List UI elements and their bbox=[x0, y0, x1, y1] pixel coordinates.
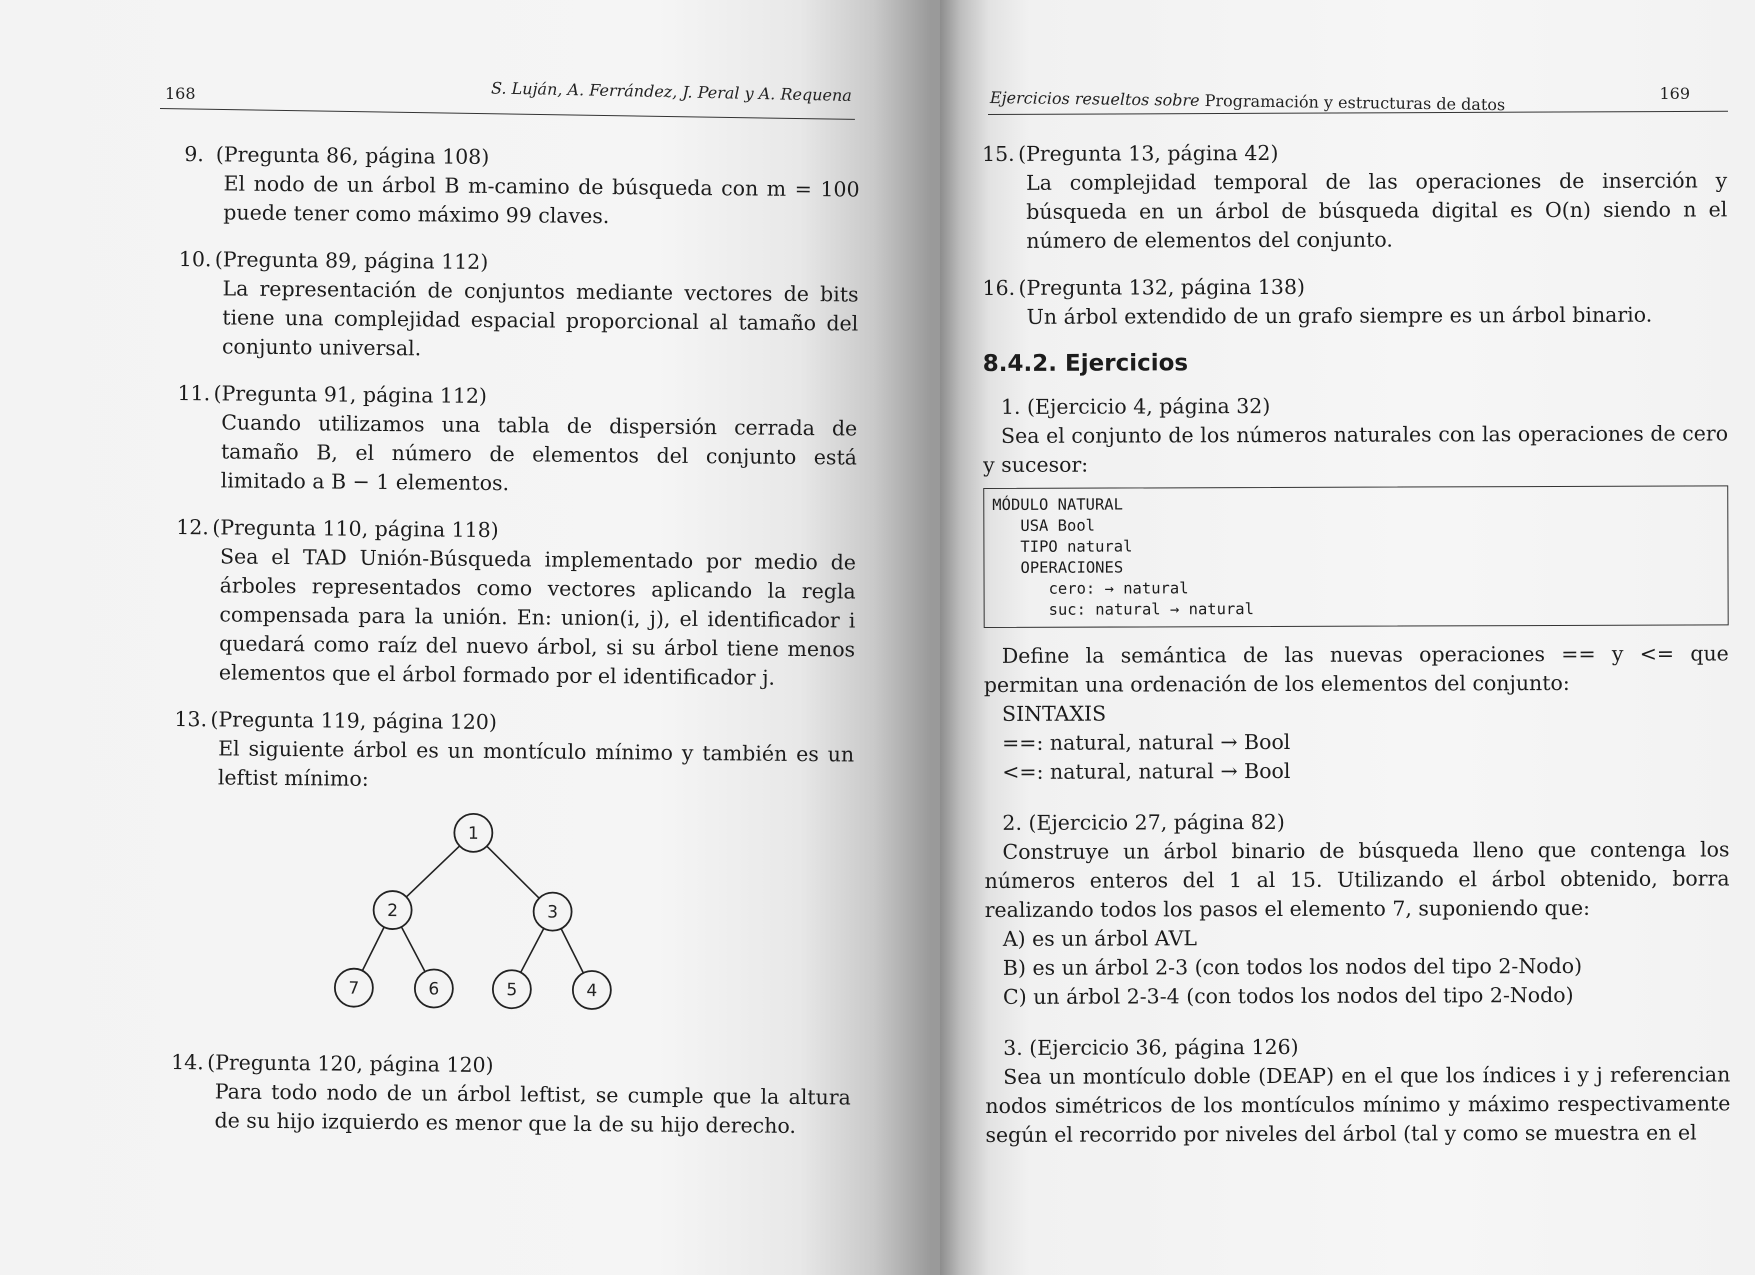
item-heading: (Pregunta 91, página 112) bbox=[213, 381, 488, 408]
item-heading: (Pregunta 110, página 118) bbox=[212, 515, 499, 543]
question-item: 16.(Pregunta 132, página 138) Un árbol e… bbox=[982, 271, 1727, 332]
syntax-title: SINTAXIS bbox=[1001, 701, 1107, 726]
tree-node-label: 6 bbox=[428, 979, 439, 999]
syntax-line: <=: natural, natural → Bool bbox=[1002, 758, 1291, 784]
tree-node-label: 1 bbox=[468, 824, 479, 844]
item-heading: (Pregunta 89, página 112) bbox=[214, 247, 489, 274]
tree-node-circle bbox=[453, 812, 494, 853]
left-content: 9. (Pregunta 86, página 108) El nodo de u… bbox=[170, 140, 860, 1159]
item-heading: (Pregunta 120, página 120) bbox=[207, 1050, 494, 1078]
tree-node-circle bbox=[491, 969, 532, 1010]
question-item: 14.(Pregunta 120, página 120) Para todo … bbox=[170, 1048, 851, 1142]
running-head-italic: Ejercicios resueltos sobre bbox=[989, 88, 1200, 110]
item-text: Para todo nodo de un árbol leftist, se c… bbox=[214, 1079, 851, 1138]
heap-tree-diagram: 1 2 3 7 6 5 4 bbox=[333, 812, 612, 1010]
tree-node-label: 7 bbox=[348, 979, 359, 999]
option-item: A) es un árbol AVL bbox=[1002, 926, 1198, 951]
running-head-title: Ejercicios resueltos sobre Programación … bbox=[990, 88, 1505, 114]
page-number: 168 bbox=[165, 84, 196, 103]
option-item: B) es un árbol 2-3 (con todos los nodos … bbox=[1002, 953, 1583, 980]
item-number: 16. bbox=[982, 275, 1016, 300]
tree-node-label: 4 bbox=[586, 981, 597, 1001]
tree-node-circle bbox=[413, 968, 454, 1009]
item-number: 14. bbox=[171, 1049, 204, 1075]
question-item: 9. (Pregunta 86, página 108) El nodo de u… bbox=[179, 140, 860, 234]
option-list: A) es un árbol AVL B) es un árbol 2-3 (c… bbox=[985, 922, 1730, 1012]
header-rule bbox=[987, 110, 1728, 115]
left-page: 168 S. Luján, A. Ferrández, J. Peral y A… bbox=[0, 0, 940, 1275]
header-rule bbox=[159, 108, 855, 120]
item-number: 13. bbox=[174, 706, 208, 732]
running-head-upright: Programación y estructuras de datos bbox=[1204, 90, 1506, 115]
item-text: La representación de conjuntos mediante … bbox=[221, 276, 859, 361]
tree-node-label: 5 bbox=[506, 980, 517, 1000]
item-text: La complejidad temporal de las operacion… bbox=[1026, 168, 1728, 253]
exercise-text: Define la semántica de las nuevas operac… bbox=[983, 641, 1729, 697]
item-heading: (Pregunta 119, página 120) bbox=[210, 707, 498, 735]
tree-node-label: 3 bbox=[547, 903, 558, 923]
item-heading: (Pregunta 86, página 108) bbox=[215, 142, 490, 169]
question-item: 12.(Pregunta 110, página 118) Sea el TAD… bbox=[175, 513, 857, 694]
item-number: 11. bbox=[177, 380, 211, 406]
syntax-block: SINTAXIS ==: natural, natural → Bool <=:… bbox=[984, 697, 1729, 787]
exercise-text: Sea el conjunto de los números naturales… bbox=[983, 421, 1729, 477]
item-number: 9. bbox=[184, 142, 204, 167]
item-number: 10. bbox=[178, 246, 212, 272]
tree-node-label: 2 bbox=[387, 901, 398, 921]
tree-node-circle bbox=[333, 967, 374, 1008]
question-item: 11.(Pregunta 91, página 112) Cuando util… bbox=[177, 379, 858, 502]
syntax-line: ==: natural, natural → Bool bbox=[1002, 729, 1291, 755]
right-page: Ejercicios resueltos sobre Programación … bbox=[940, 0, 1755, 1275]
exercise-text: Construye un árbol binario de búsqueda l… bbox=[984, 837, 1730, 922]
exercise-text: Sea un montículo doble (DEAP) en el que … bbox=[985, 1062, 1731, 1147]
item-text: El nodo de un árbol B m-camino de búsque… bbox=[223, 171, 860, 229]
code-block: MÓDULO NATURAL USA Bool TIPO natural OPE… bbox=[983, 485, 1729, 628]
tree-node-circle bbox=[571, 970, 612, 1010]
item-text: Cuando utilizamos una tabla de dispersió… bbox=[220, 410, 858, 496]
item-text: Sea el TAD Unión-Búsqueda implementado p… bbox=[218, 544, 857, 690]
right-content: 15.(Pregunta 13, página 42) La complejid… bbox=[982, 137, 1731, 1150]
question-item: 10.(Pregunta 89, página 112) La represen… bbox=[178, 245, 859, 368]
section-title: 8.4.2. Ejercicios bbox=[982, 350, 1189, 377]
exercise-heading: 1. (Ejercicio 4, página 32) bbox=[1000, 393, 1271, 419]
page-number: 169 bbox=[1659, 84, 1690, 103]
item-number: 15. bbox=[982, 141, 1015, 166]
item-heading: (Pregunta 13, página 42) bbox=[1018, 140, 1279, 166]
question-item: 13.(Pregunta 119, página 120) El siguien… bbox=[171, 705, 854, 1037]
exercise-heading: 2. (Ejercicio 27, página 82) bbox=[1002, 809, 1285, 835]
exercise-heading: 3. (Ejercicio 36, página 126) bbox=[1003, 1034, 1299, 1060]
running-head-authors: S. Luján, A. Ferrández, J. Peral y A. Re… bbox=[491, 78, 853, 105]
item-text: Un árbol extendido de un grafo siempre e… bbox=[1026, 302, 1653, 329]
question-item: 15.(Pregunta 13, página 42) La complejid… bbox=[982, 137, 1727, 256]
item-number: 12. bbox=[176, 514, 210, 540]
item-text: El siguiente árbol es un montículo mínim… bbox=[217, 736, 855, 791]
tree-node-circle bbox=[372, 890, 413, 930]
tree-node-circle bbox=[532, 891, 573, 932]
option-item: C) un árbol 2-3-4 (con todos los nodos d… bbox=[1002, 982, 1574, 1009]
item-heading: (Pregunta 132, página 138) bbox=[1018, 274, 1306, 300]
